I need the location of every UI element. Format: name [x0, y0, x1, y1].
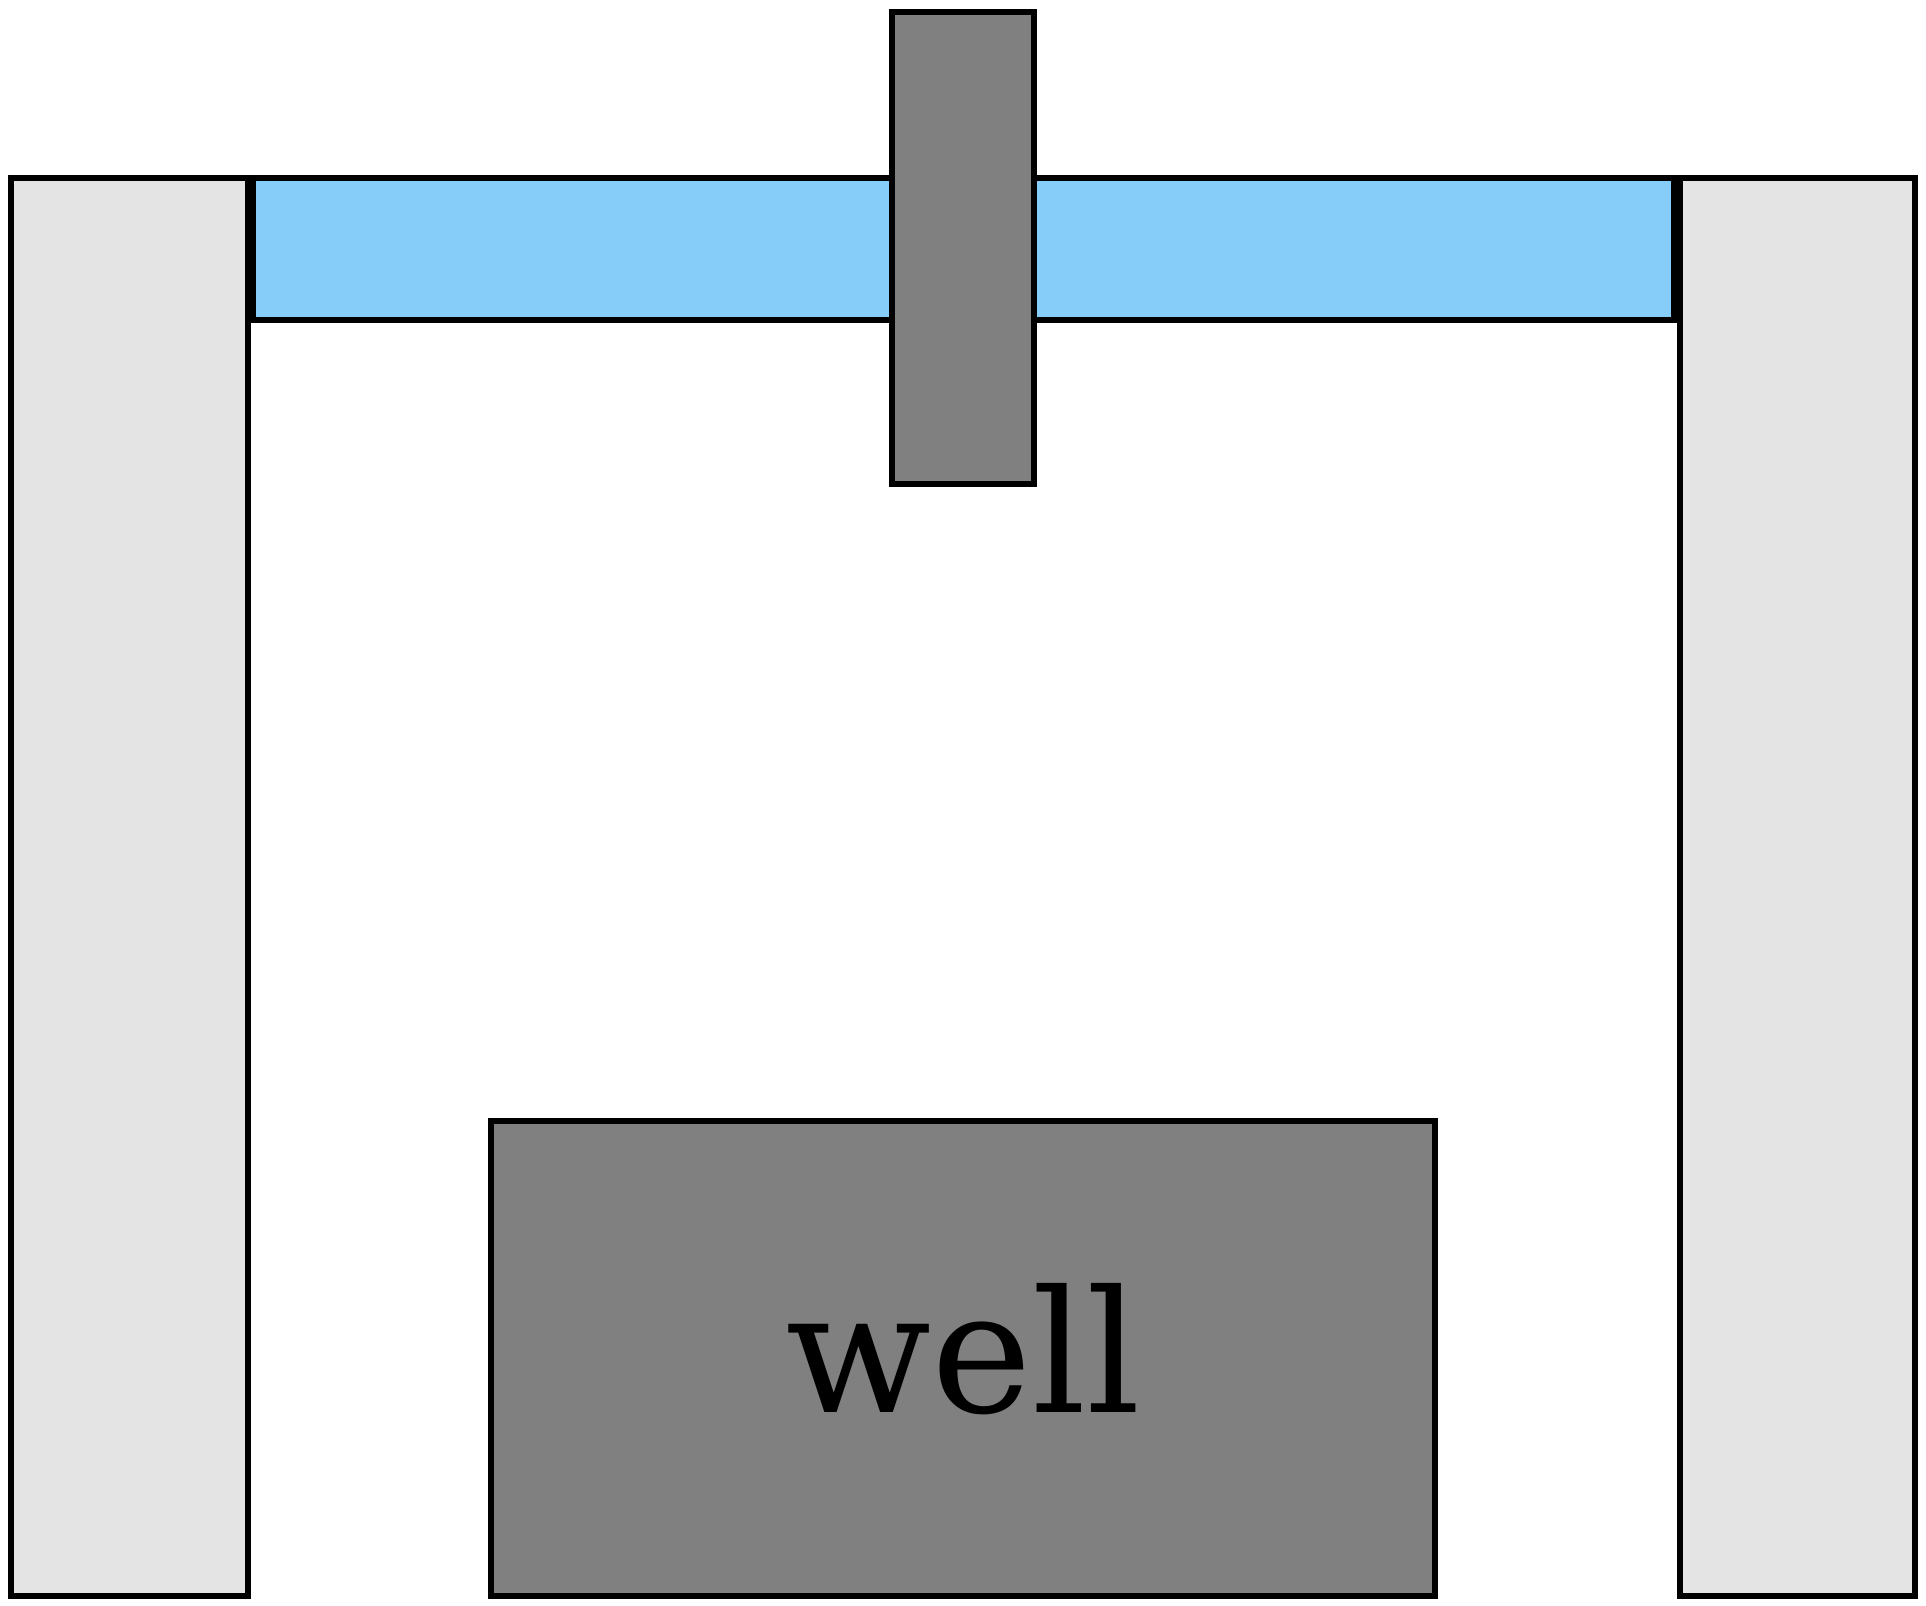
left-wall — [8, 175, 251, 1599]
gate-electrode — [889, 9, 1037, 487]
well-block — [488, 1118, 1438, 1599]
well-label: well — [786, 1255, 1141, 1453]
right-wall — [1677, 175, 1918, 1599]
band-right-junction — [1672, 178, 1680, 320]
band-left-junction — [248, 178, 256, 320]
